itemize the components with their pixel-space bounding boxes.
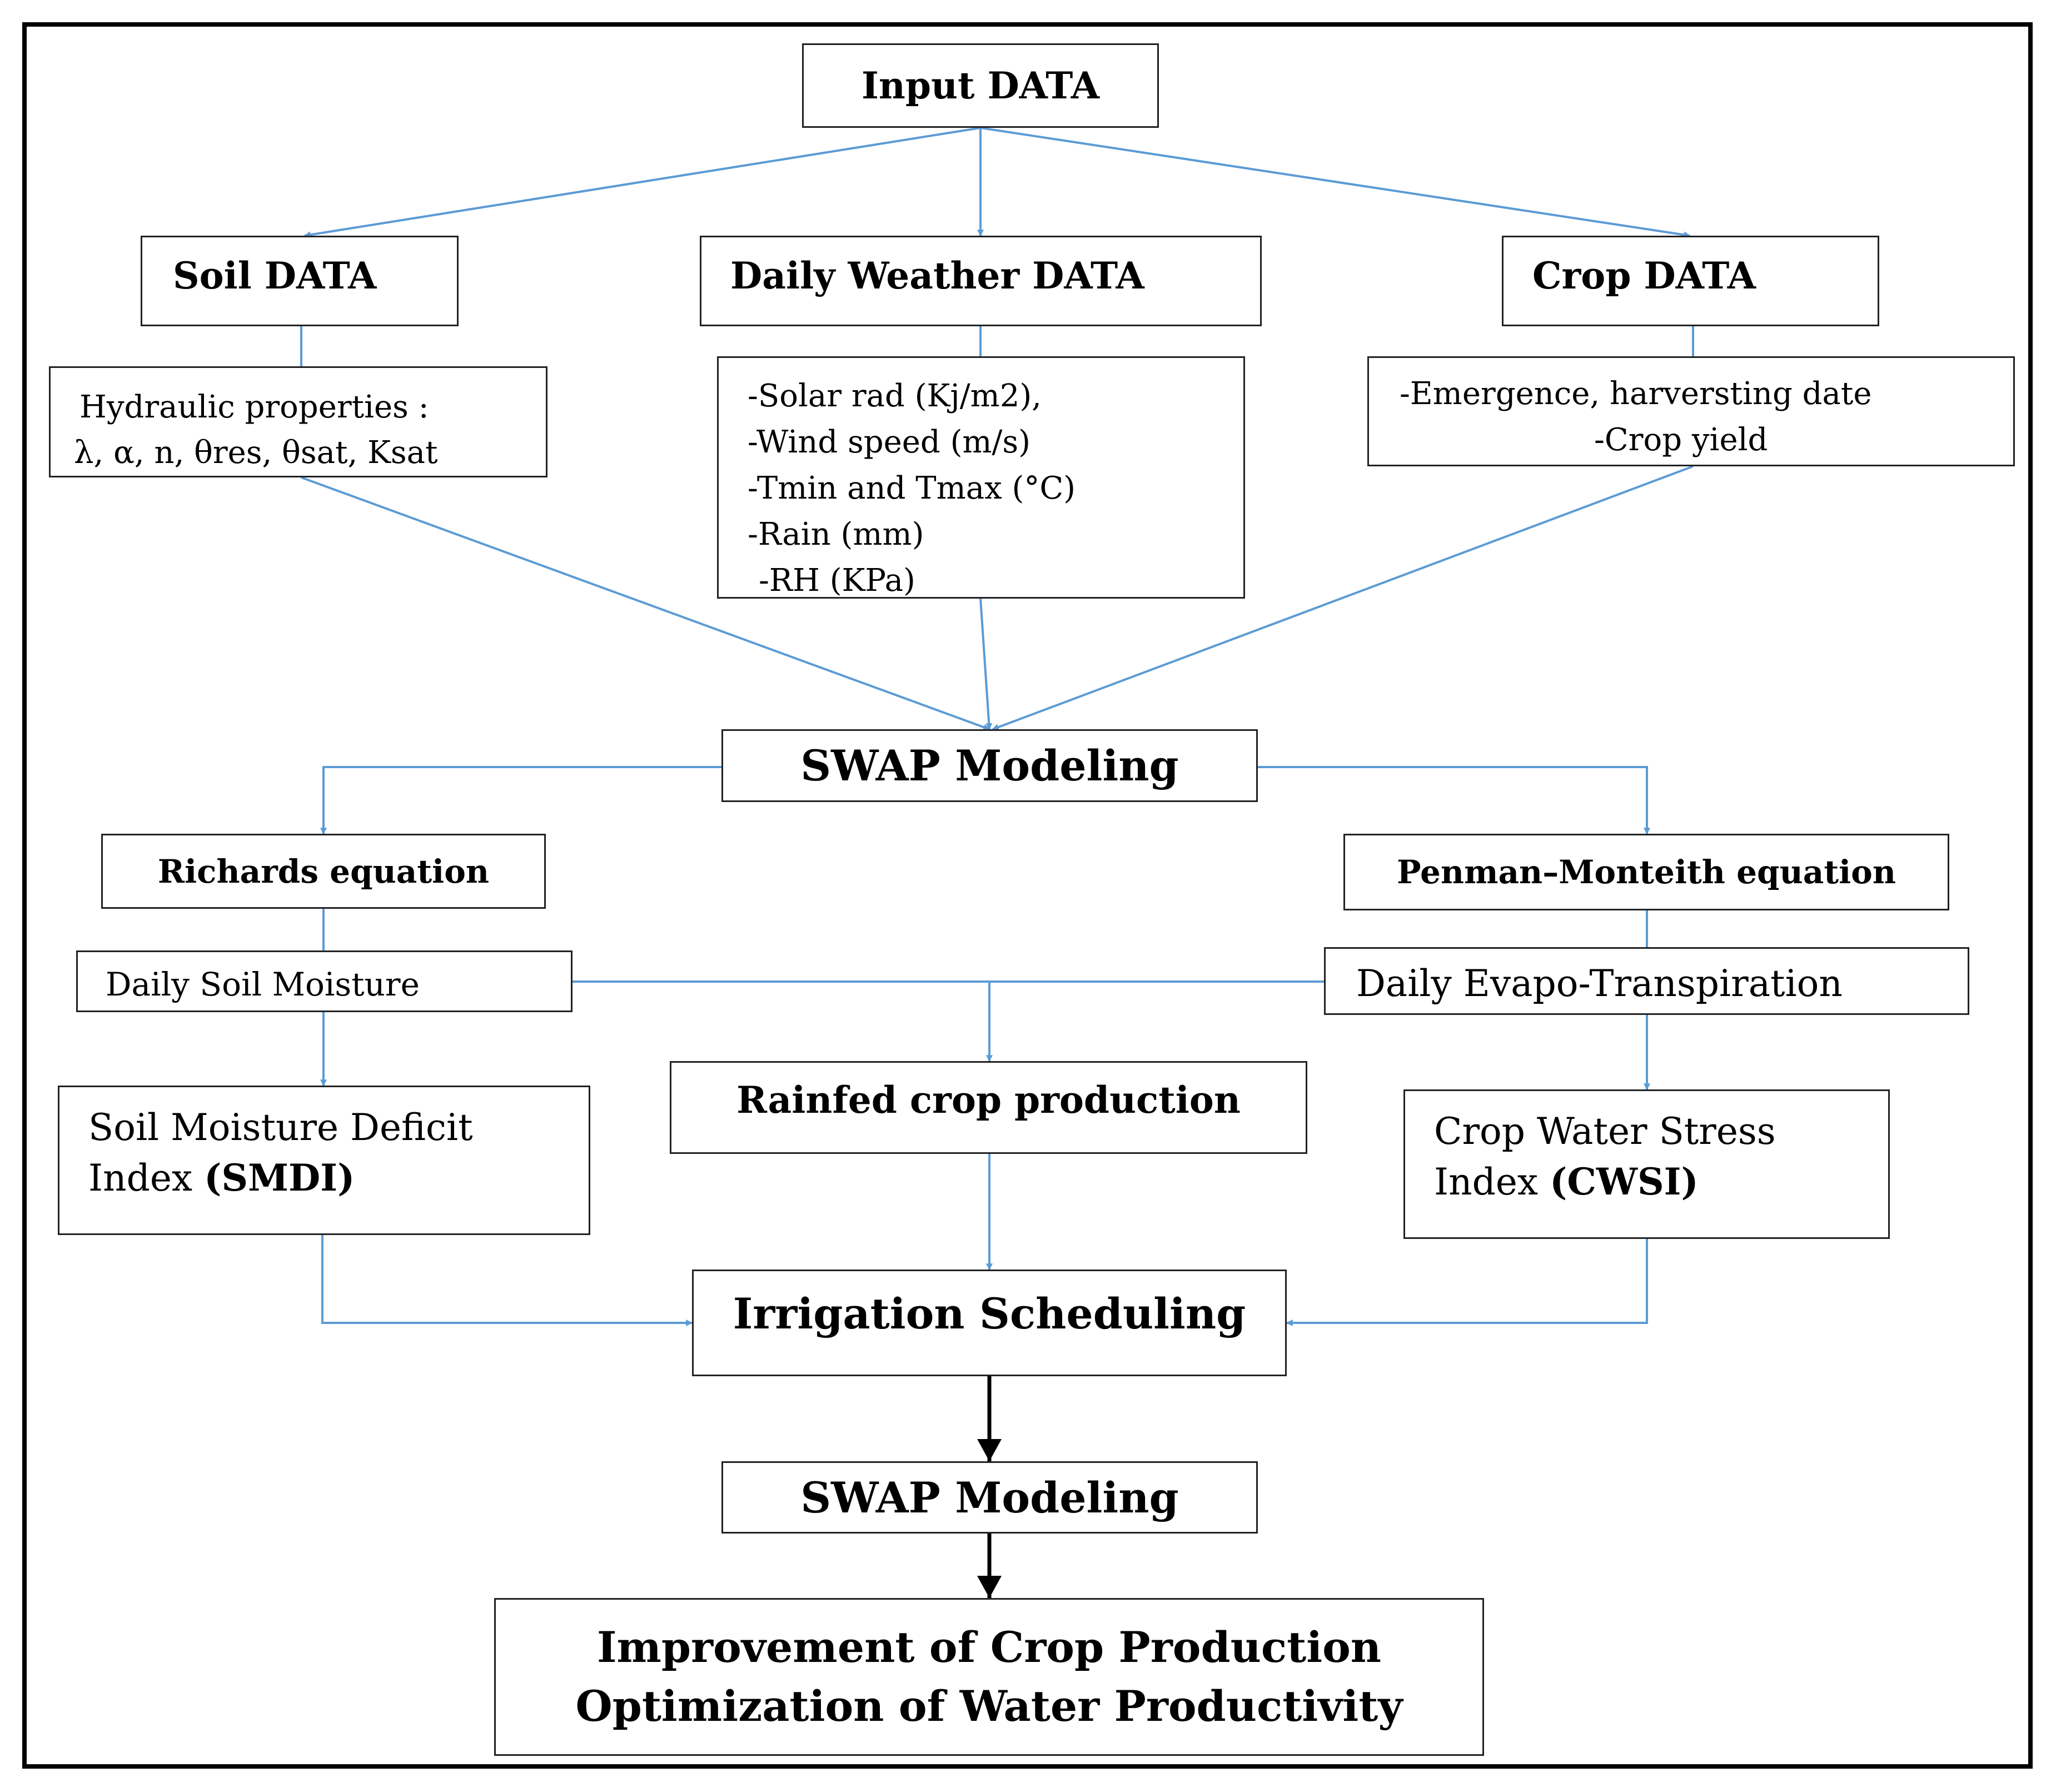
final-outcome-line-2: Optimization of Water Productivity	[575, 1681, 1403, 1731]
penman-monteith-label: Penman–Monteith equation	[1396, 853, 1896, 891]
crop-details-box: -Emergence, harversting date -Crop yield	[1367, 356, 2015, 466]
hydraulic-line-2: λ, α, n, θres, θsat, Ksat	[74, 435, 438, 471]
final-outcome-line-1: Improvement of Crop Production	[596, 1622, 1382, 1672]
crop-data-box: Crop DATA	[1502, 236, 1879, 326]
connector-smdi-to-irrigation	[321, 1235, 693, 1326]
daily-soil-moisture-box: Daily Soil Moisture	[76, 950, 573, 1012]
swap-modeling-label-2: SWAP Modeling	[800, 1472, 1179, 1522]
weather-detail-solar: -Solar rad (Kj/m2),	[748, 378, 1042, 414]
input-data-box: Input DATA	[802, 43, 1159, 128]
swap-modeling-label-1: SWAP Modeling	[800, 741, 1179, 790]
hydraulic-line-1: Hydraulic properties :	[79, 389, 429, 425]
crop-data-label: Crop DATA	[1532, 254, 1756, 297]
connector-cwsi-to-irrigation	[1286, 1239, 1648, 1326]
connector-input-to-crop	[980, 127, 1691, 238]
weather-details-box: -Solar rad (Kj/m2), -Wind speed (m/s) -T…	[717, 356, 1245, 599]
connector-input-to-soil	[303, 127, 981, 238]
cwsi-line-1: Crop Water Stress	[1434, 1110, 1776, 1153]
rainfed-crop-label: Rainfed crop production	[736, 1078, 1241, 1122]
richards-equation-label: Richards equation	[157, 852, 490, 890]
soil-data-label: Soil DATA	[173, 254, 377, 297]
smdi-line-1: Soil Moisture Deficit	[88, 1106, 473, 1149]
weather-data-box: Daily Weather DATA	[700, 236, 1262, 326]
final-outcome-box: Improvement of Crop Production Optimizat…	[494, 1598, 1484, 1756]
daily-evapotranspiration-box: Daily Evapo-Transpiration	[1324, 947, 1969, 1015]
connector-weather-details-to-swap	[979, 598, 993, 730]
weather-detail-temp: -Tmin and Tmax (°C)	[748, 470, 1076, 506]
richards-equation-box: Richards equation	[101, 834, 546, 909]
irrigation-scheduling-box: Irrigation Scheduling	[692, 1270, 1287, 1376]
hydraulic-properties-box: Hydraulic properties : λ, α, n, θres, θs…	[49, 366, 547, 477]
smdi-box: Soil Moisture Deficit Index (SMDI)	[58, 1086, 590, 1235]
connector-hydraulic-to-swap	[301, 476, 990, 730]
connector-swap2-to-final-head	[977, 1576, 1002, 1598]
swap-modeling-box-1: SWAP Modeling	[721, 729, 1258, 802]
smdi-abbreviation: (SMDI)	[204, 1156, 355, 1199]
smdi-line-2: Index (SMDI)	[88, 1153, 589, 1203]
daily-soil-moisture-label: Daily Soil Moisture	[106, 965, 420, 1003]
connector-crop-details-to-swap	[992, 465, 1694, 730]
cwsi-abbreviation: (CWSI)	[1550, 1160, 1699, 1203]
weather-detail-rain: -Rain (mm)	[748, 516, 924, 552]
weather-detail-wind: -Wind speed (m/s)	[748, 424, 1031, 460]
rainfed-crop-box: Rainfed crop production	[670, 1061, 1307, 1154]
cwsi-line-2-prefix: Index	[1434, 1161, 1550, 1203]
connector-irrigation-to-swap2-head	[977, 1439, 1002, 1461]
outer-frame	[22, 22, 2033, 1769]
weather-data-label: Daily Weather DATA	[730, 254, 1144, 297]
input-data-label: Input DATA	[861, 64, 1099, 107]
irrigation-scheduling-label: Irrigation Scheduling	[733, 1289, 1246, 1338]
crop-detail-emergence: -Emergence, harversting date	[1400, 376, 1872, 412]
connector-swap-to-richards	[320, 766, 721, 835]
weather-detail-rh: -RH (KPa)	[759, 563, 915, 599]
cwsi-line-2: Index (CWSI)	[1434, 1157, 1888, 1207]
daily-evapotranspiration-label: Daily Evapo-Transpiration	[1356, 962, 1843, 1005]
soil-data-box: Soil DATA	[141, 236, 459, 326]
connector-swap-to-penman	[1258, 766, 1650, 835]
swap-modeling-box-2: SWAP Modeling	[721, 1461, 1258, 1534]
crop-detail-yield: -Crop yield	[1594, 422, 1768, 458]
cwsi-box: Crop Water Stress Index (CWSI)	[1403, 1089, 1890, 1239]
smdi-line-2-prefix: Index	[88, 1157, 205, 1199]
penman-monteith-box: Penman–Monteith equation	[1343, 834, 1949, 910]
